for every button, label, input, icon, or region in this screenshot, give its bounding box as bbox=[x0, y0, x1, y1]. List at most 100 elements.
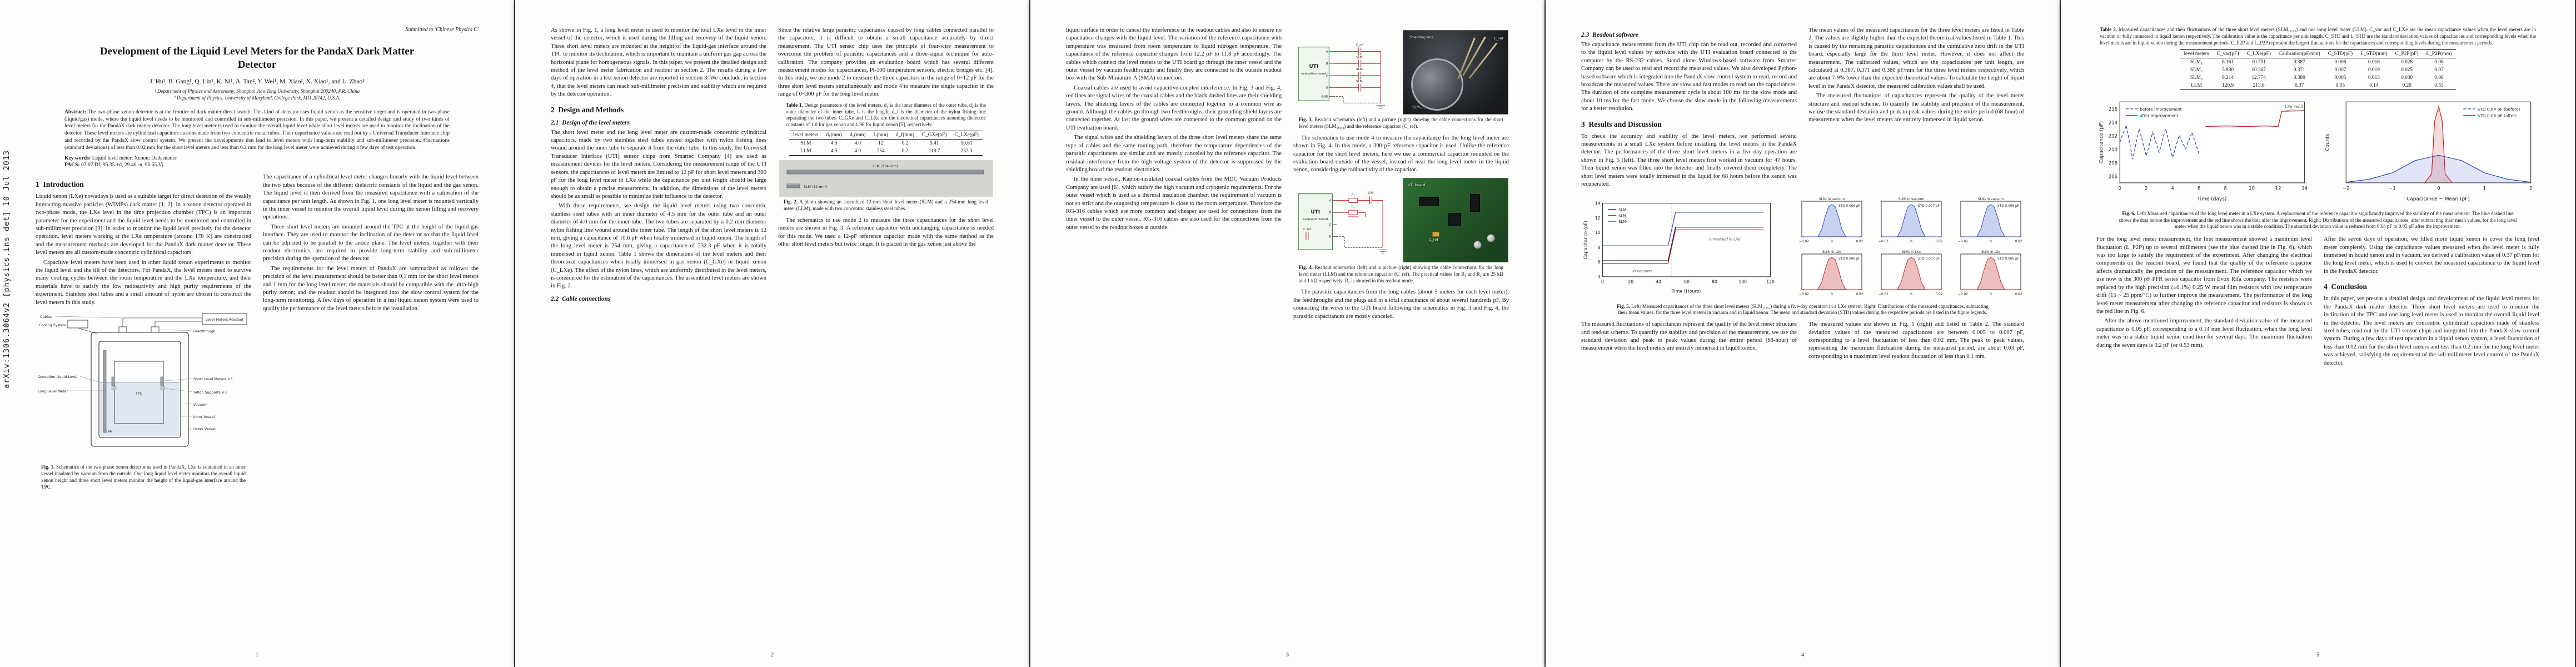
histogram bbox=[1884, 256, 1939, 290]
short-level-meter bbox=[160, 376, 164, 386]
legend-entry: after improvement bbox=[2140, 113, 2178, 118]
panel-std: STD 0.007 pF bbox=[1918, 205, 1940, 208]
table-2-block: Table 2. Measured capacitances and their… bbox=[2096, 27, 2539, 90]
figure-6-caption: Fig. 6. Left: Measured capacitances of t… bbox=[2119, 211, 2517, 231]
table-cell: SLM₁ bbox=[2190, 59, 2203, 65]
y-tick: 10 bbox=[1595, 230, 1601, 235]
x-tick: 1 bbox=[2483, 185, 2485, 191]
y-tick: 8 bbox=[1598, 245, 1601, 250]
body-paragraph: Since the relative large parasitic capac… bbox=[778, 27, 994, 98]
x-tick: 0 bbox=[1831, 240, 1833, 243]
figure-2-photo: LLM (254 mm) SLM (12 mm) bbox=[779, 160, 993, 197]
keywords-label: Key words: bbox=[64, 155, 91, 162]
affiliation-1: ¹ Department of Physics and Astronomy, S… bbox=[154, 88, 360, 94]
table-cell: L_STD(mm) bbox=[2356, 49, 2391, 58]
page-4: 2.3 Readout software The capacitance mea… bbox=[1546, 0, 2060, 667]
x-tick: 6 bbox=[2198, 185, 2200, 191]
x-tick: 0 bbox=[2119, 185, 2121, 191]
panel-std: STD 0.005 pF bbox=[1997, 205, 2019, 208]
hist-panel-slm3-lxe: SLM₃ in LXe STD 0.005 pF −0.02 0 0.02 bbox=[1958, 251, 2022, 296]
y-axis-label: Capacitance (pF) bbox=[1583, 221, 1588, 259]
x-tick: 2 bbox=[2529, 185, 2532, 191]
x-tick: 8 bbox=[2224, 185, 2227, 191]
body-paragraph: The short level meter and the long level… bbox=[551, 129, 766, 200]
page-3: liquid surface in order to cancel the in… bbox=[1030, 0, 1544, 667]
label-llm: LLM (254 mm) bbox=[873, 165, 898, 168]
body-paragraph: The capacitance of a cylindrical level m… bbox=[263, 174, 479, 221]
table-cell: 12.774 bbox=[2251, 74, 2266, 81]
histogram bbox=[1963, 203, 2019, 237]
table-cell: 6.161 bbox=[2222, 59, 2234, 65]
table-cell: 0.030 bbox=[2401, 74, 2413, 81]
pin-label: B bbox=[1326, 62, 1328, 66]
figure-1-caption-text: Schematics of the two-phase xenon detect… bbox=[41, 464, 246, 490]
x-axis-label: Time (Hours) bbox=[1671, 288, 1701, 293]
label-vacuum: Vacuum bbox=[193, 403, 207, 407]
resistor-r2 bbox=[1348, 210, 1358, 215]
detector-vessels bbox=[67, 313, 247, 447]
label-teflon: Teflon Supports ×3 bbox=[193, 391, 227, 395]
x-tick: −0.02 bbox=[1799, 240, 1809, 243]
uti-board-sub: evaluation board bbox=[1301, 72, 1326, 76]
ic-chip bbox=[1448, 212, 1461, 226]
photo-label: C_ref bbox=[1494, 36, 1503, 41]
panel-std: STD 0.006 pF bbox=[1838, 205, 1860, 208]
cap-label-llm: LLM bbox=[1368, 191, 1374, 195]
uti-board-sub: evaluation board bbox=[1303, 218, 1328, 221]
x-tick: 0 bbox=[1910, 240, 1912, 243]
table-1-caption-text: Design parameters of the level meters. d… bbox=[786, 102, 986, 128]
label-outer-vessel: Outer Vessel bbox=[193, 427, 216, 431]
x-tick: 14 bbox=[2301, 185, 2308, 191]
series-slm2 bbox=[1602, 229, 1764, 264]
table-cell: 0.006 bbox=[2334, 59, 2346, 65]
x-tick: 0 bbox=[1601, 279, 1604, 284]
figure-5-caption: Fig. 5. Left: Measured capacitances of t… bbox=[1615, 303, 1991, 317]
table-cell: C_GXe(pF) bbox=[918, 131, 951, 140]
panel-std: STD 0.005 pF bbox=[1997, 257, 2019, 261]
label-op-level: Operation Liquid Level bbox=[38, 375, 77, 379]
page1-column-right: The capacitance of a cylindrical level m… bbox=[263, 173, 479, 495]
cap-label-slm1: SLM₁ bbox=[1356, 56, 1363, 59]
y-tick: 14 bbox=[1595, 201, 1601, 206]
table-cell: 10.367 bbox=[2251, 67, 2266, 73]
body-paragraph: Liquid xenon (LXe) nowadays is used as a… bbox=[36, 193, 251, 256]
x-tick: 100 bbox=[1738, 279, 1747, 284]
body-paragraph: The capacitance measurement from the UTI… bbox=[1581, 42, 1797, 112]
kapton-cable bbox=[1468, 42, 1498, 79]
figure-5-caption-label: Fig. 5. bbox=[1617, 303, 1630, 309]
body-paragraph: The requirements for the level meters of… bbox=[263, 265, 479, 312]
histogram bbox=[1804, 203, 1860, 237]
table-cell: 0.019 bbox=[2368, 67, 2380, 73]
table-cell: C_STD(pF) bbox=[2324, 49, 2357, 58]
table-cell: 118.7 bbox=[918, 147, 951, 156]
x-tick: 20 bbox=[1628, 279, 1633, 284]
body-paragraph: The parasitic capacitances from the long… bbox=[1293, 289, 1509, 320]
x-tick: 120 bbox=[1766, 279, 1775, 284]
ic-chip bbox=[1419, 197, 1439, 206]
table-cell: 0.028 bbox=[2401, 59, 2413, 65]
table-cell: L(mm) bbox=[869, 131, 892, 140]
figure-5-right-panels: SLM₁ in vacuum STD 0.006 pF −0.02 0 0.02… bbox=[1787, 197, 2024, 301]
table-cell: 0.2 bbox=[891, 147, 918, 156]
x-axis-label: Time (days) bbox=[2196, 196, 2226, 202]
table-1-caption-label: Table 1. bbox=[786, 102, 803, 108]
legend: STD 0.64 pF (before) STD 0.05 pF (after) bbox=[2463, 107, 2520, 118]
table-cell: Calibration(pF/mm) bbox=[2274, 49, 2324, 58]
label-inner-vessel: Inner Vessel bbox=[193, 415, 215, 419]
table-cell: 0.007 bbox=[2334, 67, 2346, 73]
histogram bbox=[1804, 256, 1860, 290]
figure-4-caption-text: Readout schematics (left) and a picture … bbox=[1299, 264, 1504, 283]
page5-column-left: For the long level meter measurement, th… bbox=[2096, 236, 2312, 369]
hist-panel-slm2-lxe: SLM₂ in LXe STD 0.007 pF −0.02 0 0.02 bbox=[1879, 251, 1943, 296]
table-2-caption-text: Measured capacitances and their fluctuat… bbox=[2100, 27, 2537, 46]
x-tick: 10 bbox=[2249, 185, 2255, 191]
table-cell: SLM₃ bbox=[2190, 74, 2203, 81]
uti-board-name: UTI bbox=[1309, 64, 1318, 69]
table-cell: C_LXe(pF) bbox=[2243, 49, 2275, 58]
table-cell: 254 bbox=[869, 147, 892, 156]
table-cell: 0.016 bbox=[2368, 59, 2380, 65]
subsection-heading-2-1: 2.1 Design of the level meters bbox=[551, 119, 630, 126]
x-tick-labels: −2 −1 0 1 2 bbox=[2342, 185, 2532, 191]
